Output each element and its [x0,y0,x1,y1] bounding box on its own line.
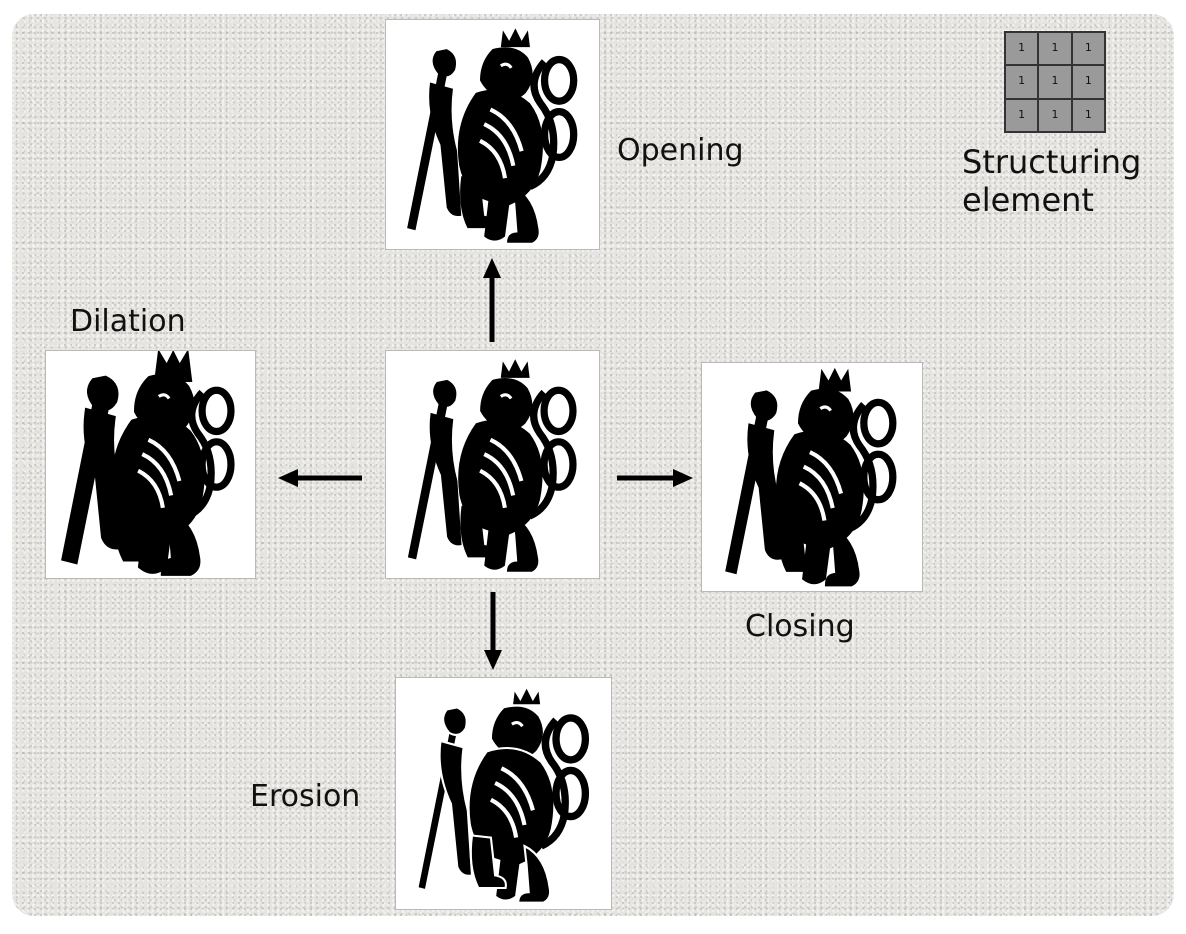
erosion-image-panel [395,677,612,910]
structuring-element-cell: 1 [1039,66,1071,98]
structuring-element-cell: 1 [1039,99,1071,131]
structuring-element-cell: 1 [1006,99,1038,131]
dilation-label: Dilation [70,304,186,339]
original-image-panel [385,350,600,579]
closing-label: Closing [745,609,855,644]
structuring-element-cell: 1 [1072,66,1104,98]
lion-emblem-icon [386,351,599,578]
structuring-element-cell: 1 [1072,99,1104,131]
structuring-element-cell: 1 [1072,33,1104,65]
structuring-element-label: Structuring element [962,143,1141,219]
opening-image-panel [385,19,600,250]
erosion-label: Erosion [250,779,361,814]
arrow-down-icon [484,592,502,670]
opening-label: Opening [617,133,744,168]
structuring-element-label-line1: Structuring [962,143,1142,181]
dilation-image-panel [45,350,256,579]
lion-emblem-icon [702,363,922,591]
structuring-element-cell: 1 [1006,66,1038,98]
arrow-up-icon [483,258,501,342]
structuring-element-label-line2: element [962,181,1094,219]
structuring-element-cell: 1 [1039,33,1071,65]
arrow-left-icon [278,469,362,487]
arrow-right-icon [617,469,693,487]
closing-image-panel [701,362,923,592]
lion-emblem-icon [386,20,599,249]
structuring-element-cell: 1 [1006,33,1038,65]
lion-emblem-icon [396,678,611,909]
structuring-element-grid: 1 1 1 1 1 1 1 1 1 [1004,31,1106,133]
lion-emblem-icon [46,351,255,578]
